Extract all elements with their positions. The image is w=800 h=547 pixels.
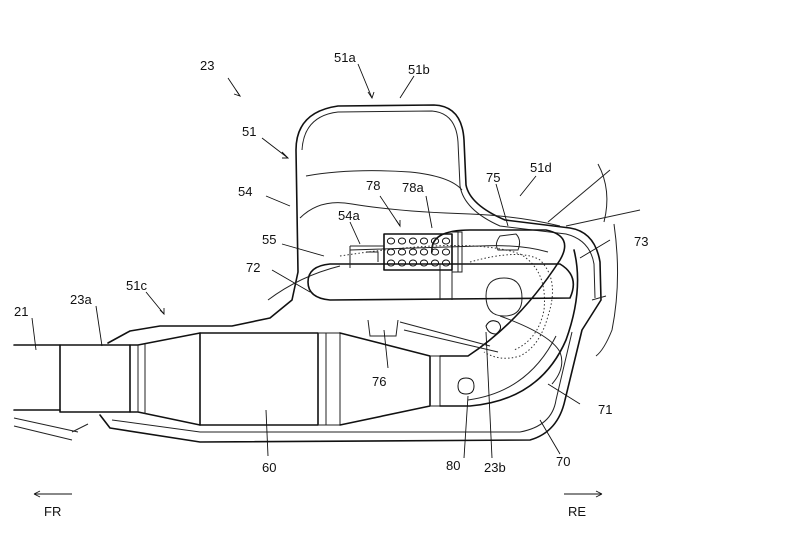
rear-arrow-icon [564,490,603,498]
label-70: 70 [556,454,570,469]
holder-54a [349,245,384,268]
pipe-21-lower-lines [13,417,89,441]
label-23a: 23a [70,292,92,307]
perforation-hole [397,259,407,267]
perforation-hole [430,237,440,245]
label-51d: 51d [530,160,552,175]
cover-contour-3 [267,265,341,301]
inlet-cone [129,332,201,426]
label-51: 51 [242,124,256,139]
perforation-hole [408,259,418,267]
label-75: 75 [486,170,500,185]
hole-23b [485,320,502,335]
label-72: 72 [246,260,260,275]
perforation-hole [441,259,451,267]
muffler-bend-71 [499,315,563,385]
perforation-hole [419,237,429,245]
inlet-sleeve [59,344,131,413]
label-51b: 51b [408,62,430,77]
perforation-hole [441,248,451,256]
boss-80 [457,377,475,395]
perforation-hole [408,237,418,245]
frame-line-3 [597,163,608,223]
outlet-cone [339,332,431,426]
perforated-end [452,231,463,273]
frame-line-4 [595,223,619,357]
catalyst-band [318,332,341,426]
inner-pipe-72-upper [349,245,549,253]
cover-contour-2 [299,202,561,227]
muffler-circle [485,277,523,317]
rear-direction-label: RE [568,504,586,519]
inner-pipe-72 [307,263,575,301]
outlet-band [430,355,441,407]
cover-outline [99,104,602,443]
perforation-hole [397,237,407,245]
perforation-hole [419,248,429,256]
perforation-hole [386,237,396,245]
perforation-hole [408,248,418,256]
label-60: 60 [262,460,276,475]
label-78: 78 [366,178,380,193]
muffler-lower [439,249,579,407]
label-23b: 23b [484,460,506,475]
bracket-75 [495,233,521,251]
perforation-hole [386,259,396,267]
arrowheads [159,89,401,316]
perforation-hole [430,248,440,256]
pipe-76-link [367,319,499,353]
frame-line-2 [565,209,641,227]
label-76: 76 [372,374,386,389]
perforation-hole [441,237,451,245]
muffler-edge [467,335,557,401]
front-direction-label: FR [44,504,61,519]
cover-contour-1 [305,170,463,191]
label-71: 71 [598,402,612,417]
frame-line-1 [547,169,611,223]
muffler-dotted-2 [339,245,545,351]
label-73: 73 [634,234,648,249]
label-54: 54 [238,184,252,199]
label-21: 21 [14,304,28,319]
label-51c: 51c [126,278,147,293]
front-arrow-icon [33,490,72,498]
perforated-tube-78 [383,233,453,271]
perforation-hole [386,248,396,256]
catalyst-shell [199,332,319,426]
inlet-cone-band [137,344,146,414]
muffler-dotted-1 [469,253,553,359]
leader-lines [31,63,611,459]
frame-line-5 [591,295,607,301]
label-55: 55 [262,232,276,247]
perforation-hole [397,248,407,256]
label-54a: 54a [338,208,360,223]
perforation-hole [430,259,440,267]
cover-inner-edge [301,110,596,299]
muffler-outer [431,229,566,357]
label-23: 23 [200,58,214,73]
label-78a: 78a [402,180,424,195]
cover-edge-lower [111,331,573,433]
perforation-holes [386,237,451,267]
perforation-hole [419,259,429,267]
label-51a: 51a [334,50,356,65]
label-80: 80 [446,458,460,473]
